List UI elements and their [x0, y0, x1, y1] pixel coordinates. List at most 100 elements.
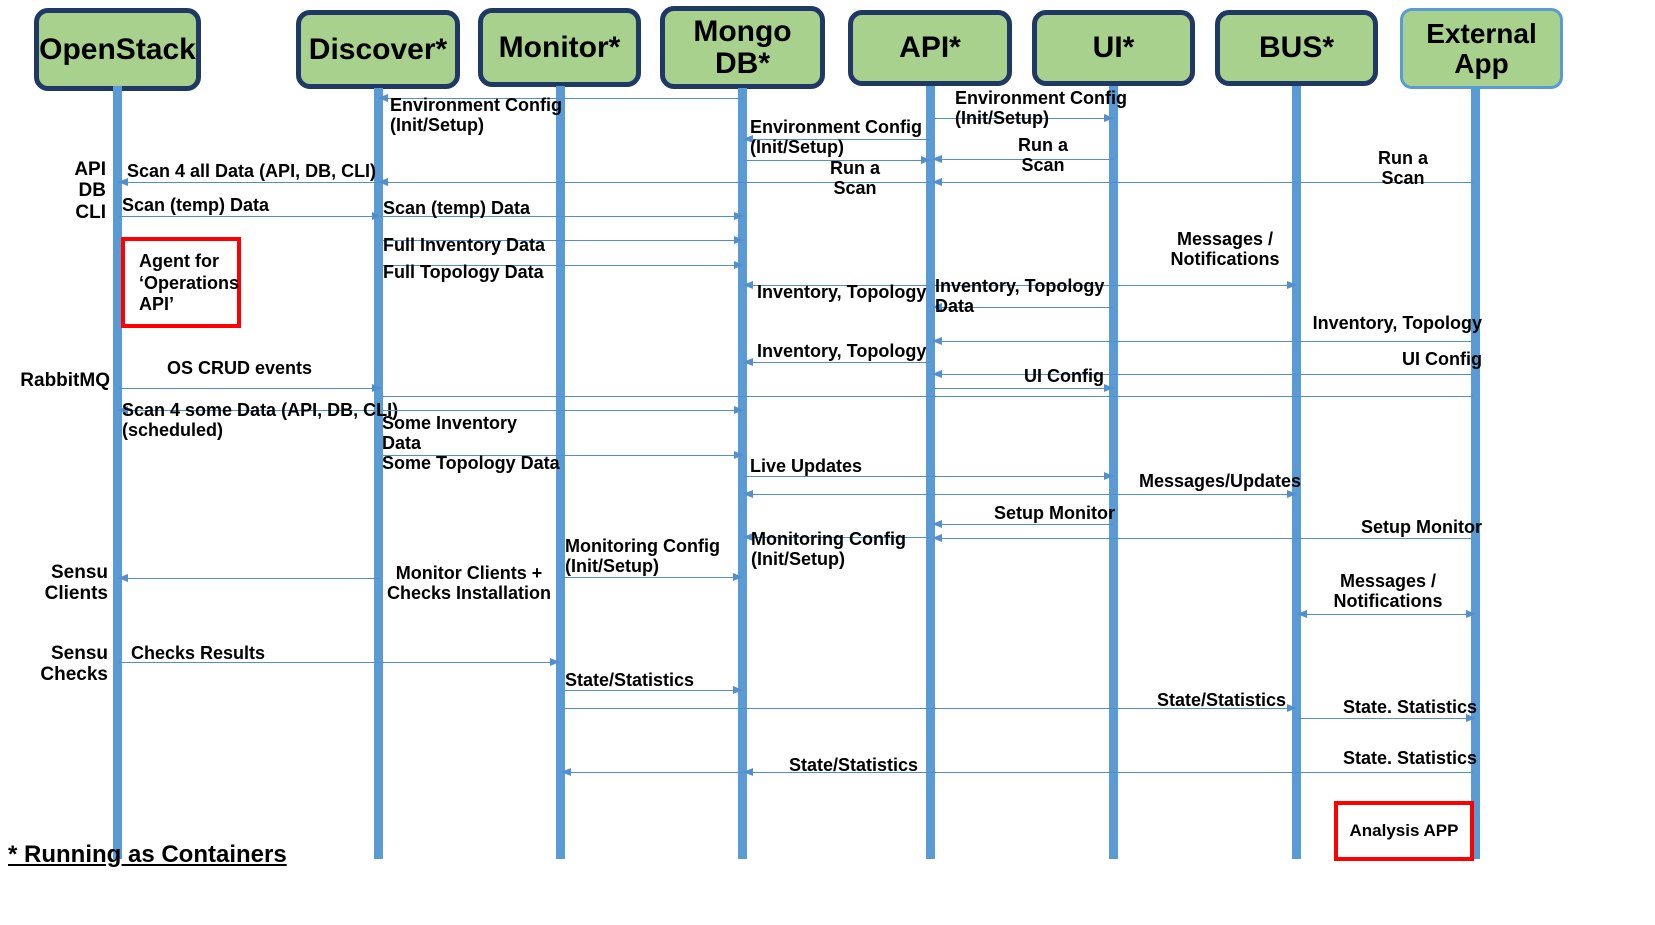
message-line: [379, 98, 743, 99]
message-line: [744, 362, 930, 363]
arrowhead-left-icon: [378, 177, 388, 186]
message-label-m37: State/Statistics: [789, 755, 919, 775]
actor-label-bus: BUS*: [1258, 31, 1334, 65]
message-label-m36: State. Statistics: [1343, 748, 1478, 768]
actor-label-openstack: OpenStack: [39, 32, 196, 66]
message-label-m35: State. Statistics: [1343, 697, 1478, 717]
arrowhead-left-icon: [932, 533, 942, 542]
message-label-m26: Setup Monitor: [994, 503, 1115, 523]
message-label-m17: Inventory, Topology: [757, 341, 927, 361]
arrowhead-left-icon: [1297, 609, 1307, 618]
message-label-m05: Scan 4 all Data (API, DB, CLI): [127, 161, 377, 181]
message-label-m22: Some Inventory Data: [382, 413, 518, 454]
message-line: [933, 494, 1296, 495]
message-label-m10: Scan (temp) Data: [383, 198, 531, 218]
message-label-m32: Checks Results: [131, 643, 266, 663]
arrowhead-left-icon: [932, 154, 942, 163]
callout-analysis-app: Analysis APP: [1334, 801, 1474, 861]
arrowhead-right-icon: [1466, 713, 1476, 722]
message-line: [562, 708, 1296, 709]
side-label-api-db-cli: API DB CLI: [74, 159, 106, 223]
arrowhead-right-icon: [1466, 609, 1476, 618]
message-line: [933, 285, 1296, 286]
message-line: [562, 577, 742, 578]
message-line: [933, 538, 1473, 539]
message-line: [933, 388, 1113, 389]
actor-box-mongodb[interactable]: Mongo DB*: [660, 6, 825, 89]
message-label-m21: Scan 4 some Data (API, DB, CLI) (schedul…: [122, 400, 399, 441]
arrowhead-left-icon: [743, 767, 753, 776]
actor-label-monitor: Monitor*: [498, 30, 621, 64]
lifeline-external-app: [1471, 88, 1480, 859]
message-label-m24: Live Updates: [750, 456, 863, 476]
arrowhead-left-icon: [743, 357, 753, 366]
arrowhead-left-icon: [118, 177, 128, 186]
lifeline-bus: [1292, 86, 1301, 859]
message-label-m29: Monitoring Config (Init/Setup): [751, 529, 906, 570]
actor-box-api[interactable]: API*: [848, 10, 1012, 86]
message-line: [744, 772, 1473, 773]
arrowhead-left-icon: [932, 369, 942, 378]
message-label-m01: Environment Config (Init/Setup): [390, 95, 562, 136]
message-line: [933, 524, 1113, 525]
message-label-m09: Scan (temp) Data: [122, 195, 270, 215]
message-label-m03: Environment Config (Init/Setup): [750, 117, 922, 158]
arrowhead-left-icon: [743, 532, 753, 541]
actor-label-discover: Discover*: [308, 32, 448, 66]
actor-box-bus[interactable]: BUS*: [1215, 10, 1378, 86]
arrowhead-right-icon: [734, 260, 744, 269]
arrowhead-left-icon: [932, 302, 942, 311]
side-label-sensu-clients: Sensu Clients: [44, 562, 108, 605]
actor-box-external-app[interactable]: External App: [1400, 8, 1563, 89]
arrowhead-left-icon: [743, 134, 753, 143]
arrowhead-right-icon: [1287, 489, 1297, 498]
callout-text-agent-operations-api: Agent for ‘Operations API’: [139, 251, 240, 315]
message-line: [1298, 614, 1475, 615]
arrowhead-left-icon: [561, 767, 571, 776]
message-line: [744, 160, 930, 161]
message-label-m06: Run a Scan: [1017, 135, 1068, 176]
arrowhead-left-icon: [743, 280, 753, 289]
arrowhead-left-icon: [118, 573, 128, 582]
message-label-m15: Inventory, Topology Data: [935, 276, 1105, 317]
arrowhead-right-icon: [733, 572, 743, 581]
actor-box-openstack[interactable]: OpenStack: [34, 8, 201, 91]
lifeline-api: [926, 86, 935, 859]
message-line: [383, 240, 743, 241]
message-line: [1298, 718, 1475, 719]
arrowhead-right-icon: [372, 211, 382, 220]
actor-box-ui[interactable]: UI*: [1032, 10, 1195, 86]
footnote-running-as-containers: * Running as Containers: [8, 841, 287, 868]
message-line: [119, 578, 381, 579]
message-label-m28: Monitoring Config (Init/Setup): [565, 536, 720, 577]
message-line: [933, 341, 1473, 342]
arrowhead-right-icon: [1104, 471, 1114, 480]
message-label-m13: Messages / Notifications: [1170, 229, 1280, 270]
message-label-m34: State/Statistics: [1156, 690, 1286, 710]
arrowhead-right-icon: [734, 405, 744, 414]
message-label-m16: Inventory, Topology: [1312, 313, 1482, 333]
message-label-m30: Monitor Clients + Checks Installation: [386, 563, 552, 604]
actor-box-monitor[interactable]: Monitor*: [478, 8, 641, 87]
message-label-m12: Full Topology Data: [383, 262, 544, 282]
actor-box-discover[interactable]: Discover*: [296, 10, 460, 89]
message-label-m14: Inventory, Topology: [757, 282, 927, 302]
message-line: [379, 182, 931, 183]
message-label-m23: Some Topology Data: [382, 453, 560, 473]
arrowhead-left-icon: [932, 336, 942, 345]
arrowhead-left-icon: [743, 489, 753, 498]
actor-label-ui: UI*: [1092, 31, 1135, 65]
lifeline-openstack: [113, 86, 122, 859]
message-line: [744, 139, 930, 140]
side-label-sensu-checks: Sensu Checks: [40, 643, 108, 686]
message-label-m27: Setup Monitor: [1361, 517, 1482, 537]
arrowhead-right-icon: [734, 211, 744, 220]
message-line: [119, 662, 559, 663]
message-label-m33: State/Statistics: [565, 670, 695, 690]
lifeline-monitor: [556, 86, 565, 859]
message-line: [562, 690, 742, 691]
message-line: [119, 388, 381, 389]
side-label-rabbitmq: RabbitMQ: [20, 370, 110, 391]
message-line: [933, 307, 1113, 308]
